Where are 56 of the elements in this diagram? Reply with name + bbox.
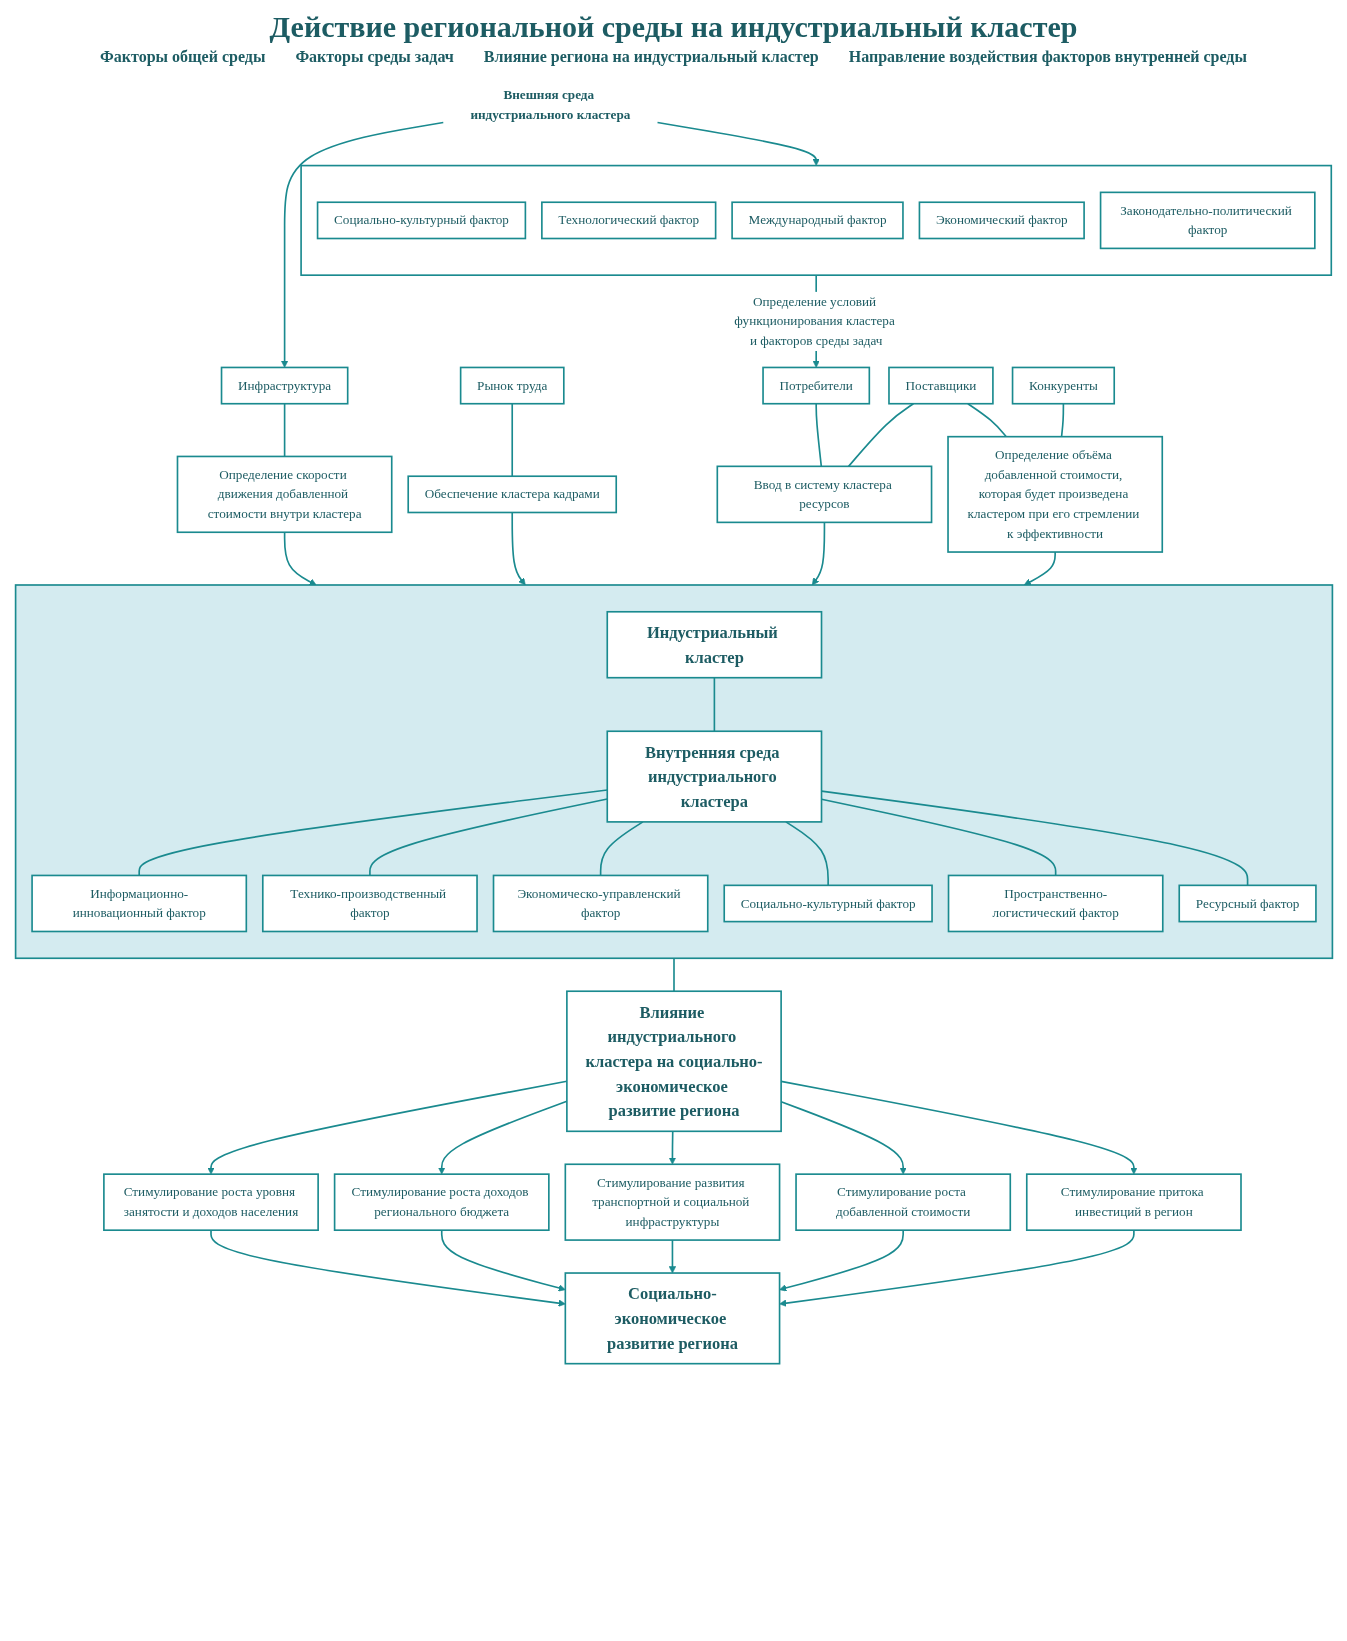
note-text: Направление воздействия факторов внутренней среды (848, 48, 1247, 66)
node-box: Индустриальный кластер (605, 610, 822, 679)
arrow (668, 1239, 676, 1274)
connector (814, 402, 822, 468)
connector (599, 821, 644, 877)
node-box: Определение скорости движения добавленной стоимости внутри кластера (176, 455, 393, 534)
node-box: Инфраструктура (220, 366, 348, 405)
connector (713, 676, 715, 733)
node-box: Определение объёма добавленной стоимости, которая будет произведена кластером при его стремлении к эффективности (946, 435, 1163, 553)
connector (784, 821, 829, 887)
node-text: Внешняя среда индустриального кластера (469, 87, 630, 122)
connector (672, 957, 675, 993)
node-box: Рынок труда (459, 366, 565, 405)
node-box: Социально-культурный фактор (316, 201, 526, 240)
node-box: Влияние индустриального кластера на социально-экономическое развитие региона (565, 990, 782, 1133)
note-text: Факторы среды задач (295, 48, 454, 66)
node-box: Законодательно-политический фактор (1099, 191, 1316, 250)
node-box: Социально-экономическое развитие региона (564, 1272, 780, 1365)
node-box: Стимулирование развития транспортной и социальной инфраструктуры (564, 1163, 780, 1241)
node-box: Поставщики (887, 366, 994, 405)
cluster (14, 584, 1333, 960)
node-box: Обеспечение кластера кадрами (406, 475, 617, 514)
node-box: Стимулирование роста доходов регионального бюджета (333, 1173, 550, 1231)
node-box: Экономический фактор (918, 201, 1085, 240)
node-box: Международный фактор (730, 201, 904, 240)
node-box: Конкуренты (1011, 366, 1115, 405)
connector (1060, 402, 1064, 438)
cluster (299, 164, 1332, 276)
node-box: Ввод в систему кластера ресурсов (716, 465, 932, 524)
node-box: Потребители (761, 366, 870, 405)
node-box: Стимулирование роста добавленной стоимости (794, 1173, 1011, 1231)
node-box: Информационно-инновационный фактор (30, 874, 247, 933)
node-box: Технико-производственный фактор (261, 874, 478, 933)
diagram-title: Действие региональной среды на индустриальный кластер (268, 10, 1079, 44)
arrow (283, 531, 317, 586)
arrow (1023, 551, 1056, 586)
connector (847, 402, 914, 468)
connector (283, 402, 285, 458)
connector (966, 402, 1007, 438)
arrow (668, 1130, 676, 1165)
node-box: Внутренняя среда индустриального кластера (605, 730, 822, 823)
note-text: Факторы общей среды (100, 48, 266, 66)
node-box: Ресурсный фактор (1177, 884, 1317, 923)
note-text: Влияние региона на индустриальный кластер (483, 48, 819, 66)
connector (510, 402, 513, 478)
node-box: Пространственно-логистический фактор (947, 874, 1164, 933)
node-box: Социально-культурный фактор (722, 884, 933, 923)
node-box: Экономическо-управленский фактор (492, 874, 709, 933)
arrow (280, 121, 444, 368)
node-box: Технологический фактор (540, 201, 716, 240)
arrow (811, 521, 825, 586)
arrow (656, 121, 820, 166)
arrow (510, 511, 526, 586)
edge-label: Определение условий функционирования кластера и факторов среды задач (733, 294, 895, 348)
node-box: Стимулирование роста уровня занятости и доходов населения (102, 1173, 319, 1231)
node-box: Стимулирование притока инвестиций в регион (1025, 1173, 1242, 1231)
